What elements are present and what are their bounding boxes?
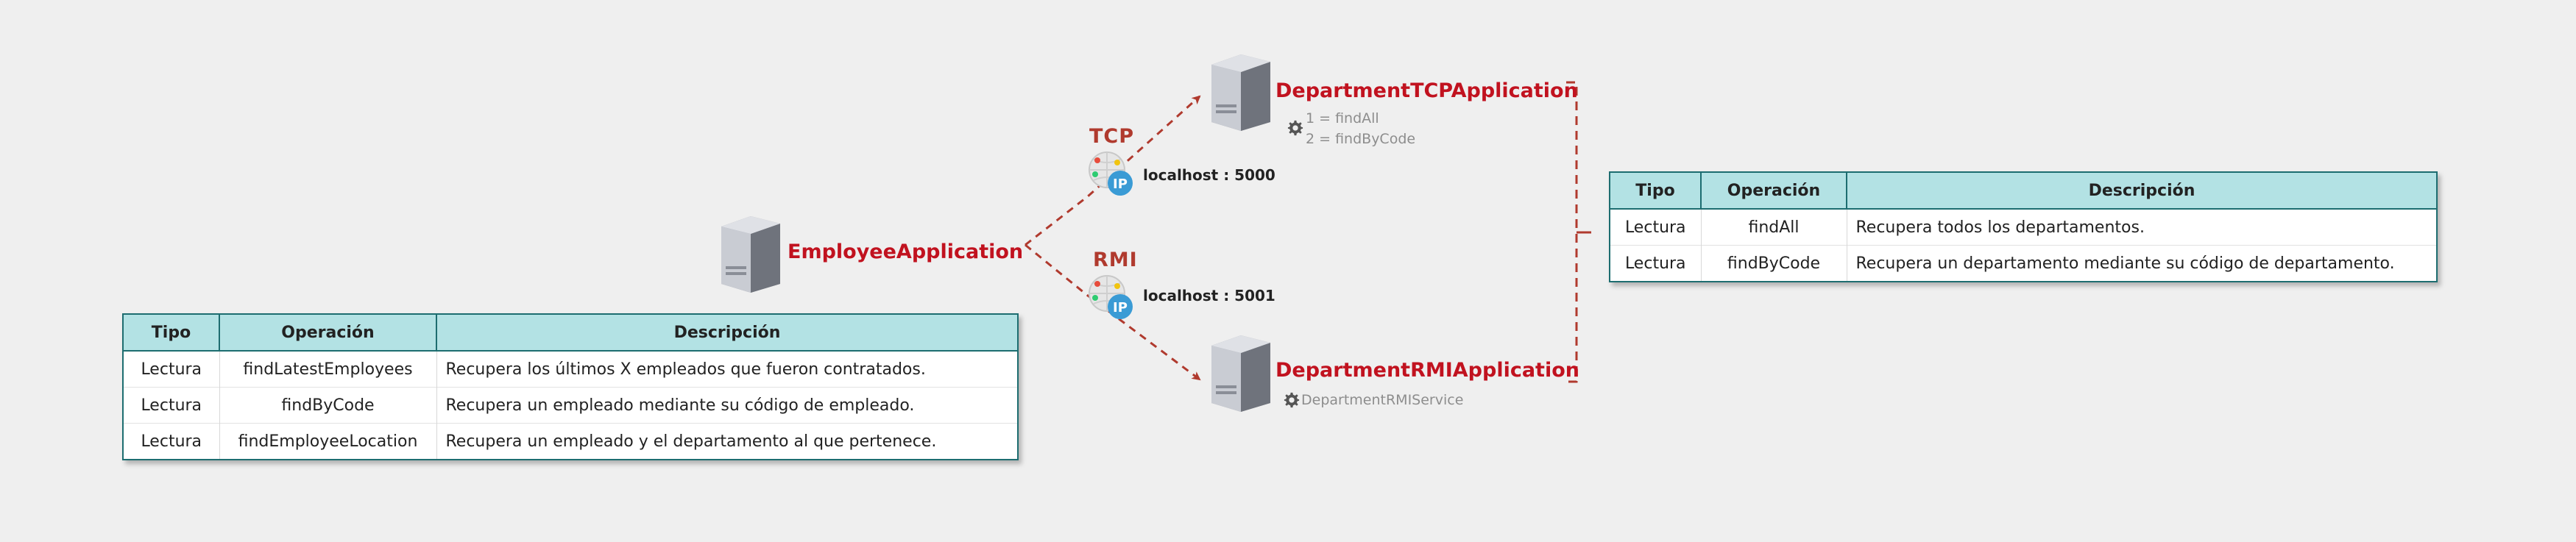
tcp-endpoint: localhost : 5000 [1143,166,1275,184]
column-header-tipo: Tipo [122,313,220,352]
department-operations-table: Tipo Operación Descripción Lectura findA… [1609,171,2438,282]
department-tcp-server-icon [1211,54,1270,131]
globe-ip-icon: IP [1089,275,1133,319]
column-header-descripcion: Descripción [1846,171,2438,210]
rmi-service-note: DepartmentRMIService [1301,390,1463,410]
department-tcp-application-title: DepartmentTCPApplication [1275,79,1578,102]
table-row: Lectura findByCode Recupera un departame… [1609,245,2438,282]
ip-badge: IP [1113,176,1128,192]
cell-descripcion: Recupera todos los departamentos. [1846,208,2438,246]
table-row: Lectura findEmployeeLocation Recupera un… [122,423,1019,460]
gear-icon [1287,120,1303,136]
cell-descripcion: Recupera un departamento mediante su cód… [1846,245,2438,282]
rmi-endpoint: localhost : 5001 [1143,287,1275,304]
cell-operacion: findByCode [219,387,437,424]
tcp-connector [1025,95,1201,246]
table-row: Lectura findLatestEmployees Recupera los… [122,350,1019,388]
cell-tipo: Lectura [122,350,220,388]
tcp-opcode-notes: 1 = findAll 2 = findByCode [1306,108,1415,149]
table-row: Lectura findAll Recupera todos los depar… [1609,208,2438,246]
column-header-descripcion: Descripción [436,313,1019,352]
tcp-protocol-label: TCP [1089,125,1135,148]
ip-badge: IP [1113,300,1128,315]
cell-tipo: Lectura [1609,208,1702,246]
cell-operacion: findEmployeeLocation [219,423,437,460]
rmi-protocol-label: RMI [1093,249,1138,271]
rmi-connector [1025,243,1201,381]
tcp-opcode-2: 2 = findByCode [1306,131,1416,147]
cell-operacion: findAll [1700,208,1847,246]
cell-descripcion: Recupera los últimos X empleados que fue… [436,350,1019,388]
table-header-row: Tipo Operación Descripción [1609,171,2438,210]
cell-descripcion: Recupera un empleado y el departamento a… [436,423,1019,460]
department-rmi-server-icon [1211,335,1270,412]
column-header-operacion: Operación [219,313,437,352]
employee-server-icon [721,216,780,293]
cell-operacion: findLatestEmployees [219,350,437,388]
cell-tipo: Lectura [122,423,220,460]
column-header-tipo: Tipo [1609,171,1702,210]
cell-tipo: Lectura [122,387,220,424]
column-header-operacion: Operación [1700,171,1847,210]
cell-tipo: Lectura [1609,245,1702,282]
employee-operations-table: Tipo Operación Descripción Lectura findL… [122,313,1019,460]
globe-ip-icon: IP [1089,151,1133,196]
table-row: Lectura findByCode Recupera un empleado … [122,387,1019,424]
employee-application-title: EmployeeApplication [788,240,1024,263]
gear-icon [1284,392,1300,408]
rmi-service-name: DepartmentRMIService [1301,392,1464,408]
table-header-row: Tipo Operación Descripción [122,313,1019,352]
tcp-opcode-1: 1 = findAll [1306,110,1379,126]
department-rmi-application-title: DepartmentRMIApplication [1275,359,1579,382]
department-bracket [1566,81,1578,383]
cell-operacion: findByCode [1700,245,1847,282]
cell-descripcion: Recupera un empleado mediante su código … [436,387,1019,424]
